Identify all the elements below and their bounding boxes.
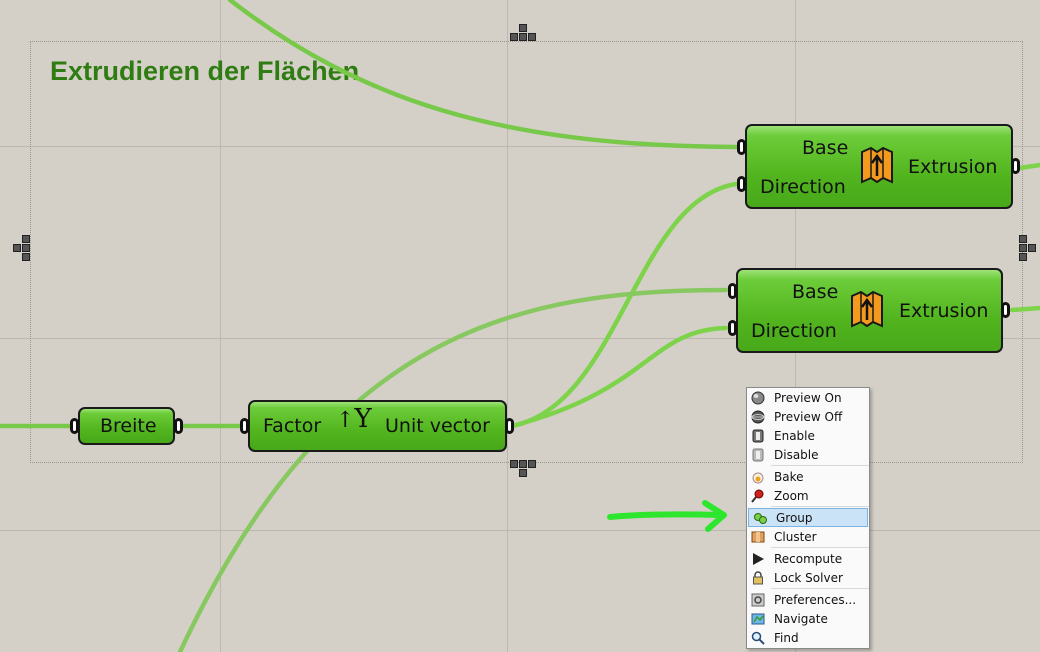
factor-input-label: Factor [263,415,322,437]
menu-item-enable[interactable]: Enable [747,426,869,445]
base-input-label: Base [792,281,839,303]
extrusion-output-port[interactable] [1011,158,1020,174]
base-input-port[interactable] [737,139,746,155]
menu-item-navigate[interactable]: Navigate [747,609,869,628]
menu-item-label: Enable [774,428,815,443]
menu-item-label: Group [776,510,813,525]
unit-vector-icon: ↑Y [336,404,372,434]
wire [1017,162,1040,171]
sphere-wire-icon [751,410,765,424]
grid-line [507,0,508,652]
base-input-port[interactable] [728,283,737,299]
menu-item-recompute[interactable]: Recompute [747,549,869,568]
cluster-icon [751,530,765,544]
grid-line [0,530,1040,531]
wire [509,325,729,429]
unit-vector-output-label: Unit vector [385,415,490,437]
group-resize-handle-right[interactable] [1019,235,1036,261]
sphere-shaded-icon [751,391,765,405]
menu-item-preview-on[interactable]: Preview On [747,388,869,407]
menu-item-group[interactable]: Group [748,508,868,527]
extrusion-output-label: Extrusion [899,300,989,322]
direction-input-label: Direction [751,320,837,342]
factor-input-port[interactable] [240,418,249,434]
menu-item-preferences[interactable]: Preferences... [747,590,869,609]
wire [509,181,739,429]
group-resize-handle-top[interactable] [510,24,536,41]
annotation-arrow-icon [607,500,727,532]
extrusion-output-label: Extrusion [908,156,998,178]
menu-separator [771,547,869,548]
menu-item-label: Navigate [774,611,828,626]
menu-item-label: Disable [774,447,819,462]
menu-item-zoom[interactable]: Zoom [747,486,869,505]
extrusion-component-2[interactable]: Base Direction Extrusion [736,268,1003,353]
group-resize-handle-bottom[interactable] [510,460,536,477]
extrusion-output-port[interactable] [1001,302,1010,318]
menu-item-label: Lock Solver [774,570,843,585]
enable-icon [751,429,765,443]
menu-item-bake[interactable]: Bake [747,467,869,486]
group-resize-handle-left[interactable] [13,235,30,261]
group-title[interactable]: Extrudieren der Flächen [50,56,360,86]
menu-item-label: Find [774,630,799,645]
menu-separator [771,465,869,466]
direction-input-label: Direction [760,176,846,198]
context-menu: Preview On Preview Off Enable Disable B [746,387,870,649]
extrude-icon [851,290,883,328]
wire [227,0,739,150]
menu-item-lock-solver[interactable]: Lock Solver [747,568,869,587]
menu-item-label: Recompute [774,551,843,566]
extrude-icon [861,146,893,184]
menu-item-label: Preview On [774,390,842,405]
menu-item-label: Preferences... [774,592,857,607]
menu-item-label: Zoom [774,488,809,503]
output-port[interactable] [174,418,183,434]
grid-line [0,338,1040,339]
breite-label: Breite [100,415,157,437]
menu-item-label: Bake [774,469,804,484]
unit-vector-output-port[interactable] [505,418,514,434]
menu-separator [771,588,869,589]
menu-item-preview-off[interactable]: Preview Off [747,407,869,426]
menu-item-label: Cluster [774,529,817,544]
menu-item-label: Preview Off [774,409,843,424]
zoom-pin-icon [751,489,765,503]
extrusion-component-1[interactable]: Base Direction Extrusion [745,124,1013,209]
menu-separator [771,506,869,507]
wire [1009,305,1040,313]
gear-icon [751,593,765,607]
group-icon [753,511,767,525]
menu-item-disable[interactable]: Disable [747,445,869,464]
unit-vector-component[interactable]: Factor ↑Y Unit vector [248,400,507,452]
padlock-icon [751,570,765,585]
base-input-label: Base [802,137,849,159]
magnifier-icon [751,631,765,645]
menu-item-cluster[interactable]: Cluster [747,527,869,546]
breite-component[interactable]: Breite [78,407,175,445]
wire [177,287,729,652]
menu-item-find[interactable]: Find [747,628,869,647]
direction-input-port[interactable] [737,176,746,192]
map-icon [751,612,765,626]
play-icon [751,552,765,566]
disable-icon [751,448,765,462]
input-port[interactable] [70,418,79,434]
grid-line [0,146,1040,147]
bake-egg-icon [751,470,765,484]
direction-input-port[interactable] [728,320,737,336]
grid-line [220,0,221,652]
